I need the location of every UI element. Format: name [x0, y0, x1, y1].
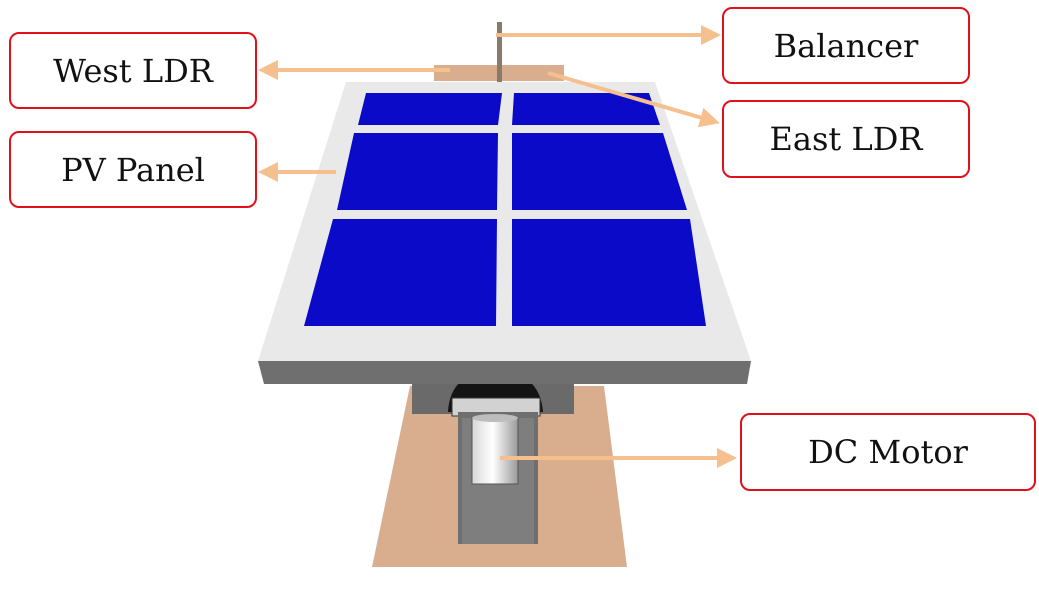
- arrow-east-ldr: [547, 71, 720, 128]
- pv-panel-label: PV Panel: [9, 131, 257, 208]
- west-ldr-label: West LDR: [9, 32, 257, 109]
- east-ldr-label: East LDR: [722, 100, 970, 178]
- balancer-rod: [497, 22, 502, 82]
- dc-motor-label: DC Motor: [740, 413, 1036, 491]
- balancer-label: Balancer: [722, 7, 970, 84]
- pv-panel: [258, 82, 751, 384]
